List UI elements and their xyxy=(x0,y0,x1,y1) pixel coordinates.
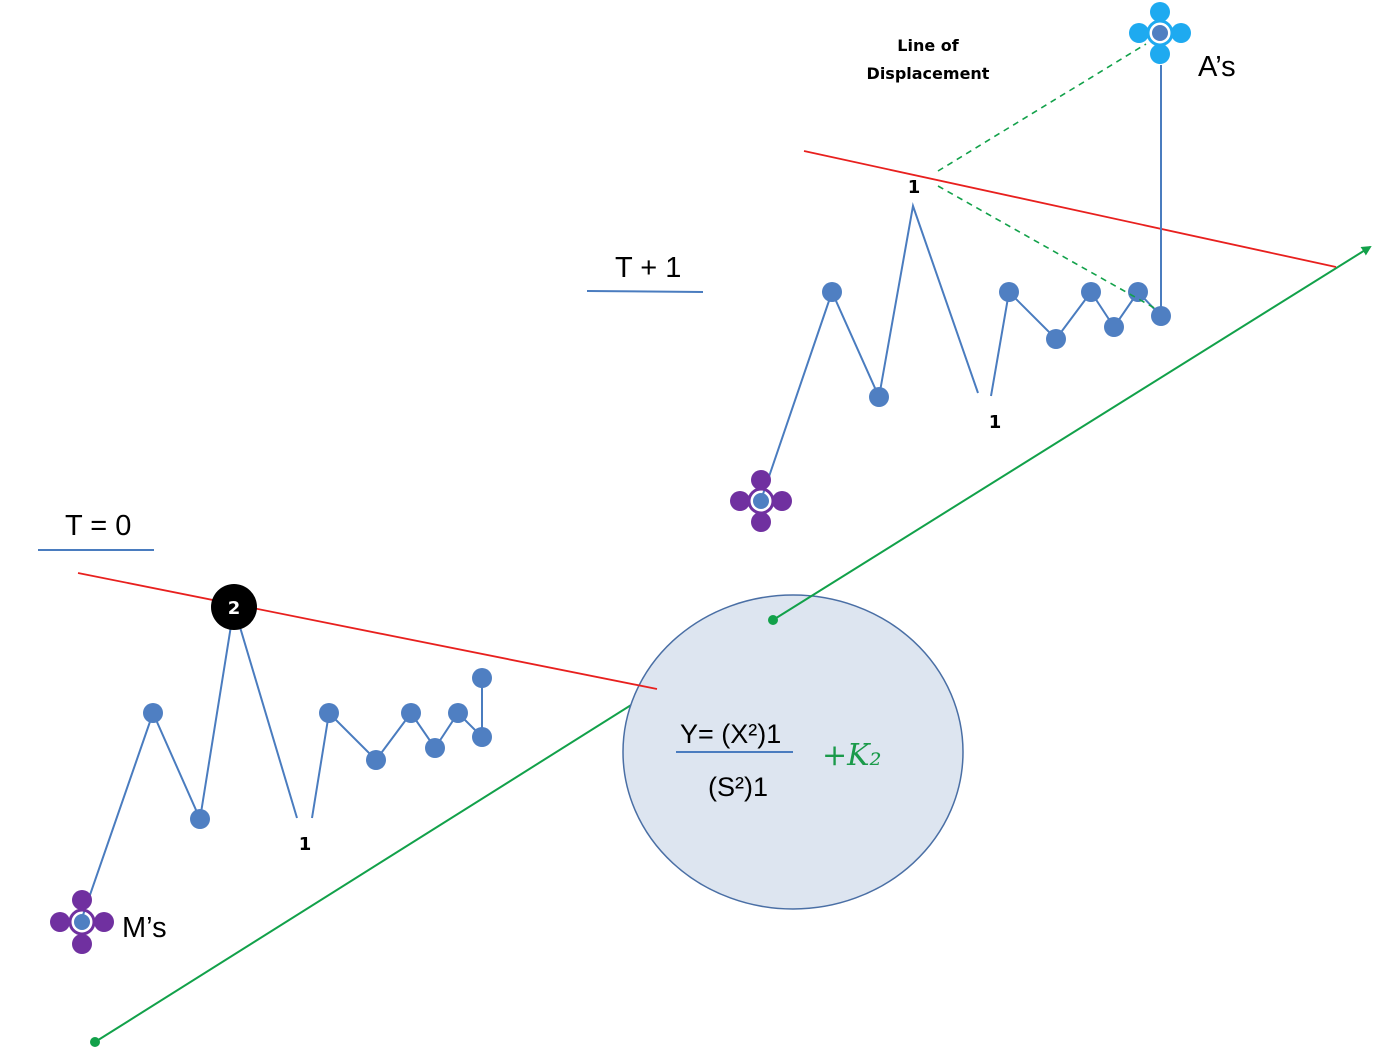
purple-molecule-icon xyxy=(730,470,792,532)
wave-t0-node xyxy=(472,727,492,747)
wave-t1-node xyxy=(1046,329,1066,349)
wave-t1-node xyxy=(1128,282,1148,302)
formula-handwritten-annotation: +K₂ xyxy=(822,738,882,773)
wave-t0-peak-node xyxy=(211,584,257,630)
wave-t0-node xyxy=(143,703,163,723)
wave-t0-line xyxy=(81,606,298,919)
wave-t1-peak-label: 1 xyxy=(908,177,921,198)
green-trend-arrow-upper xyxy=(772,245,1372,621)
displacement-dashed-line-upper xyxy=(937,43,1147,172)
green-arrow-origin-dot xyxy=(90,1037,100,1047)
wave-t1-node xyxy=(1151,306,1171,326)
wave-t0-node xyxy=(448,703,468,723)
wave-t1-low-label: 1 xyxy=(989,412,1002,433)
green-arrow-upper-dot xyxy=(768,615,778,625)
wave-t0-node xyxy=(366,750,386,770)
wave-t0-node xyxy=(190,809,210,829)
wave-t0-line-right xyxy=(311,678,483,819)
wave-t1-node xyxy=(1081,282,1101,302)
as-label: A’s xyxy=(1198,51,1236,83)
red-trend-line-t0 xyxy=(77,572,658,690)
label-t1: T + 1 xyxy=(615,252,681,284)
line-of-displacement-label-line2: Displacement xyxy=(867,64,990,83)
wave-t0-node xyxy=(472,668,492,688)
wave-t1-node xyxy=(1104,317,1124,337)
cyan-molecule-icon xyxy=(1129,2,1191,64)
ms-label: M’s xyxy=(122,912,167,944)
label-t0: T = 0 xyxy=(65,510,131,542)
purple-molecule-icon xyxy=(50,890,114,954)
wave-t0-low-label: 1 xyxy=(299,834,312,855)
wave-t0-node xyxy=(319,703,339,723)
green-trend-arrow-lower xyxy=(94,666,692,1043)
wave-t1-line xyxy=(760,202,979,501)
wave-t1-node xyxy=(999,282,1019,302)
label-t1-underline xyxy=(586,290,704,293)
red-trend-line-t1 xyxy=(803,150,1337,268)
formula-denominator: (S²)1 xyxy=(708,772,768,802)
line-of-displacement-label-line1: Line of xyxy=(897,36,959,55)
wave-t0-peak-label: 2 xyxy=(228,598,241,619)
formula-numerator: Y= (X²)1 xyxy=(680,719,781,749)
wave-t0-node xyxy=(401,703,421,723)
wave-t0-node xyxy=(425,738,445,758)
wave-t1-node xyxy=(822,282,842,302)
wave-t1-node xyxy=(869,387,889,407)
displacement-dashed-line-lower xyxy=(937,185,1159,311)
